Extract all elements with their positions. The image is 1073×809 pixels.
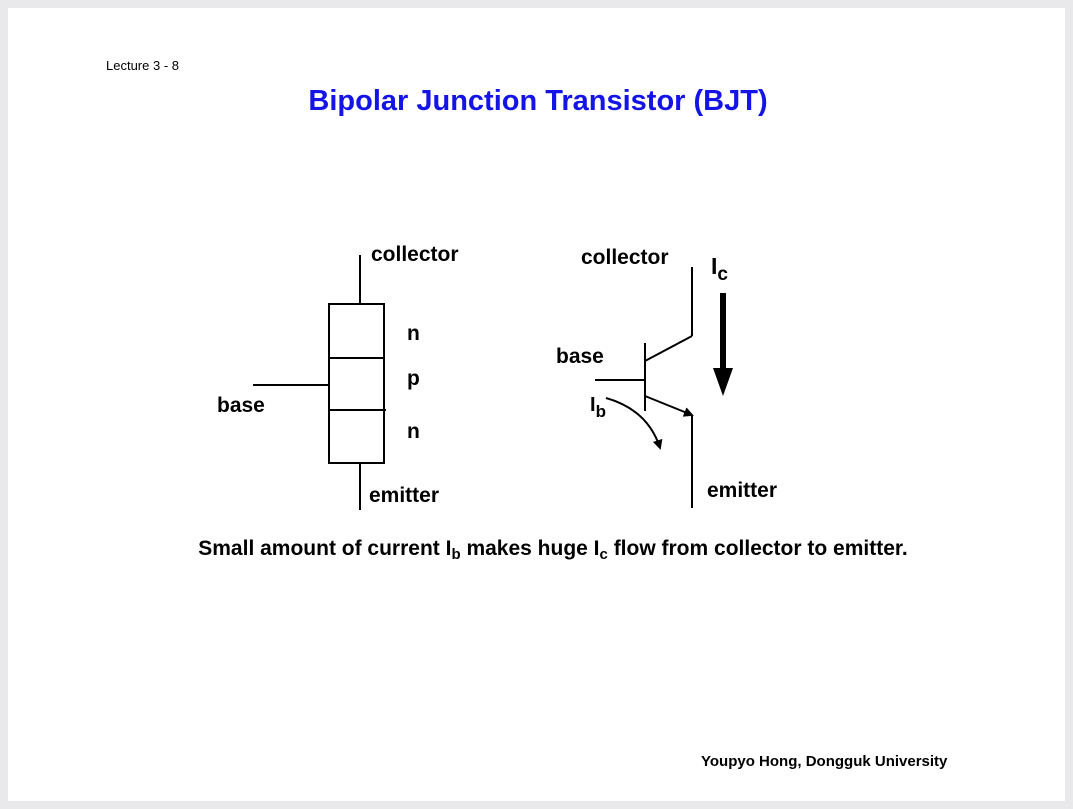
npn-base-label: base [217,394,265,417]
npn-emitter-label: emitter [369,484,439,507]
symbol-base-label: base [556,345,604,368]
lecture-label: Lecture 3 - 8 [106,58,179,73]
symbol-collector-label: collector [581,246,669,269]
slide-title: Bipolar Junction Transistor (BJT) [308,85,768,117]
symbol-emitter-diagonal [644,395,694,417]
npn-block [328,303,385,464]
npn-collector-label: collector [371,243,459,266]
layer-n-bottom: n [407,420,420,443]
layer-p: p [407,367,420,390]
collector-current-arrowhead [713,368,733,396]
caption: Small amount of current Ib makes huge Ic… [198,537,908,563]
footer-credit: Youpyo Hong, Dongguk University [701,753,948,770]
base-current-label: Ib [590,394,606,421]
npn-structure: collector base emitter n p n [217,243,459,510]
symbol-emitter-label: emitter [707,479,777,502]
bjt-diagrams: collector base emitter n p n collector b… [217,243,777,510]
symbol-collector-diagonal [644,335,693,362]
layer-n-top: n [407,322,420,345]
collector-current-label: Ic [711,253,728,285]
slide: Lecture 3 - 8 Bipolar Junction Transisto… [8,8,1065,801]
npn-symbol: collector base emitter Ic Ib [556,246,777,508]
base-current-arrow [605,397,663,450]
